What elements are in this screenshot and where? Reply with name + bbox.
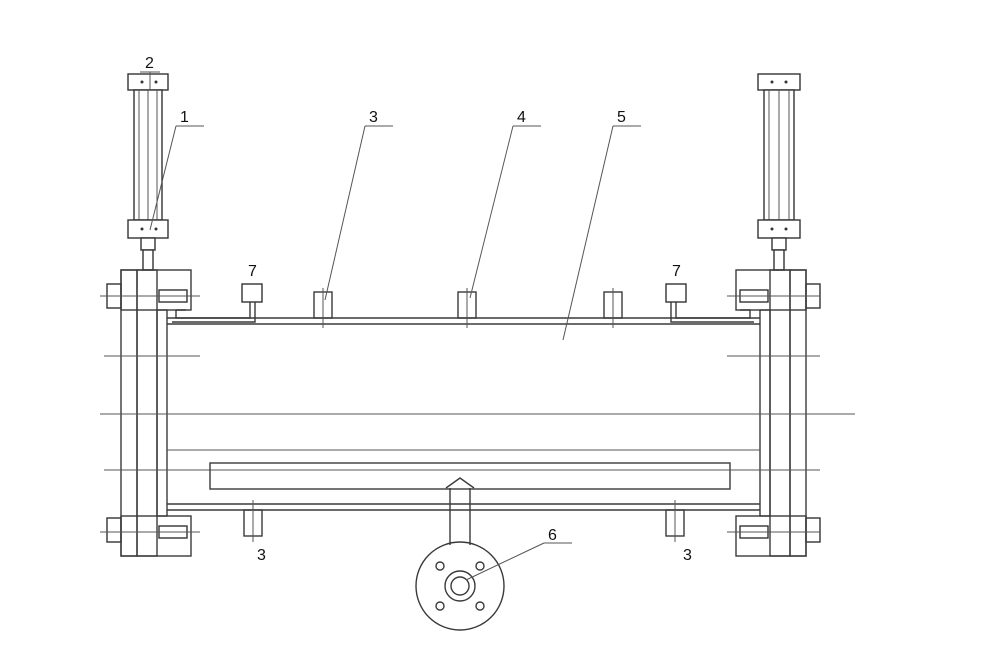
label-3-bottom-left: 3 bbox=[257, 547, 266, 564]
label-4: 4 bbox=[517, 109, 526, 126]
part-7-left bbox=[241, 283, 263, 303]
right-end-flange bbox=[735, 269, 821, 557]
right-cylinder bbox=[757, 73, 801, 271]
leader-lines bbox=[140, 71, 641, 581]
part-7-right bbox=[665, 283, 687, 303]
label-2: 2 bbox=[145, 55, 154, 72]
label-6: 6 bbox=[548, 527, 557, 544]
top-nozzles bbox=[313, 288, 623, 328]
outlet-flange bbox=[415, 477, 505, 631]
label-3-bottom-right: 3 bbox=[683, 547, 692, 564]
side-pipes bbox=[172, 302, 754, 323]
label-7-right: 7 bbox=[672, 263, 681, 280]
label-5: 5 bbox=[617, 109, 626, 126]
vessel-body bbox=[100, 295, 855, 533]
label-3-top: 3 bbox=[369, 109, 378, 126]
left-end-flange bbox=[106, 269, 192, 557]
label-7-left: 7 bbox=[248, 263, 257, 280]
left-cylinder bbox=[127, 73, 169, 271]
bottom-nozzles bbox=[243, 500, 685, 542]
label-1: 1 bbox=[180, 109, 189, 126]
